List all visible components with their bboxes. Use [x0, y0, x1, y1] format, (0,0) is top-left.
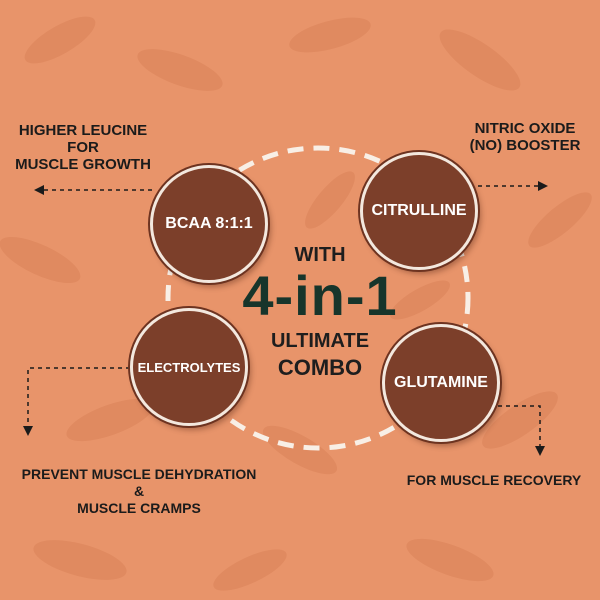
- center-main-title: 4-in-1: [242, 264, 398, 327]
- leucine-caption: HIGHER LEUCINE FOR MUSCLE GROWTH: [8, 122, 158, 173]
- leucine-line-2: FOR: [67, 139, 99, 156]
- bcaa-label: BCAA 8:1:1: [165, 215, 253, 232]
- recovery-caption: FOR MUSCLE RECOVERY: [406, 472, 582, 488]
- glutamine-circle: GLUTAMINE: [382, 324, 500, 442]
- leucine-line-3: MUSCLE GROWTH: [15, 156, 151, 173]
- citrulline-label: CITRULLINE: [371, 202, 467, 219]
- dehydration-line-2: &: [133, 483, 145, 499]
- glutamine-label: GLUTAMINE: [394, 374, 488, 391]
- center-combo-text: COMBO: [277, 355, 363, 380]
- dehydration-caption: PREVENT MUSCLE DEHYDRATION & MUSCLE CRAM…: [0, 466, 278, 517]
- nitric-line-2: (NO) BOOSTER: [469, 137, 581, 154]
- bcaa-circle: BCAA 8:1:1: [150, 165, 268, 283]
- center-ultimate-text: ULTIMATE: [270, 330, 370, 352]
- dehydration-line-1: PREVENT MUSCLE DEHYDRATION: [21, 466, 257, 482]
- electrolytes-circle: ELECTROLYTES: [130, 308, 248, 426]
- dehydration-line-3: MUSCLE CRAMPS: [77, 500, 201, 516]
- citrulline-circle: CITRULLINE: [360, 152, 478, 270]
- nitric-caption: NITRIC OXIDE (NO) BOOSTER: [455, 120, 595, 154]
- electrolytes-label: ELECTROLYTES: [137, 359, 241, 375]
- center-with-text: WITH: [294, 244, 346, 266]
- leucine-line-1: HIGHER LEUCINE: [18, 122, 148, 139]
- nitric-line-1: NITRIC OXIDE: [474, 120, 576, 137]
